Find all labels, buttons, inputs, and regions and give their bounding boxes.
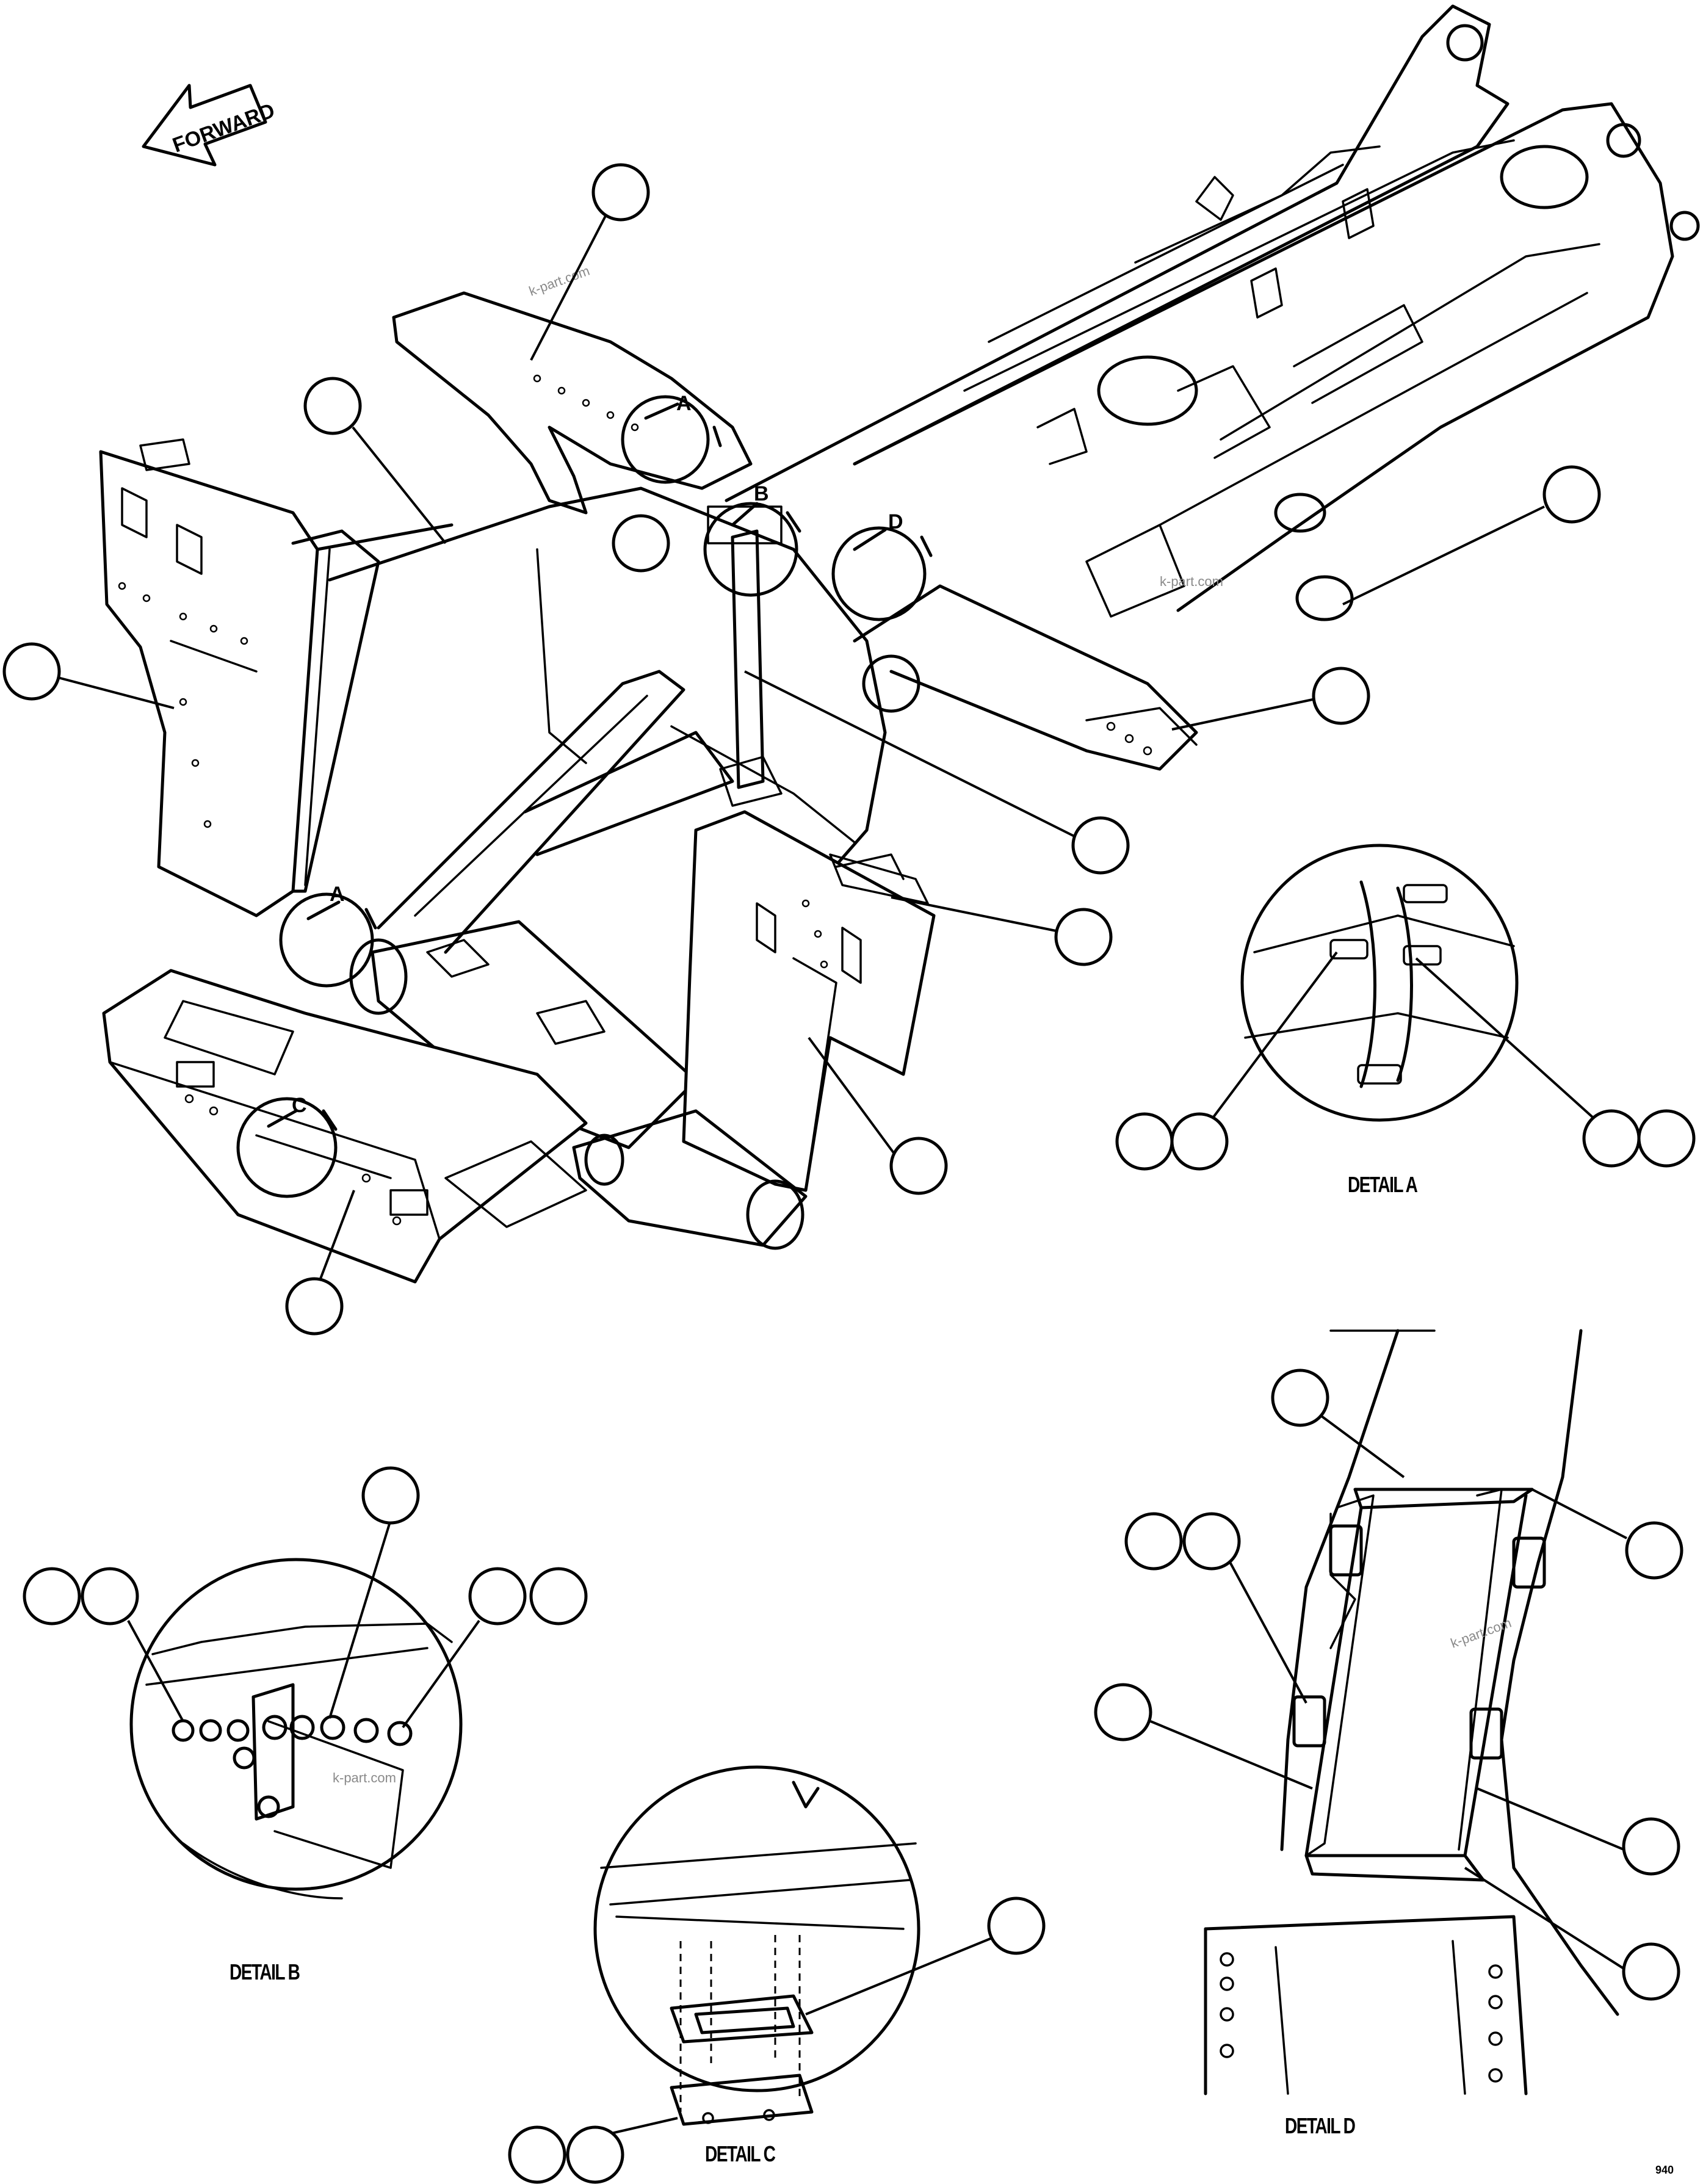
detail-c-view xyxy=(508,1765,1046,2184)
detail-b-view: k-part.com xyxy=(23,1466,588,1900)
callout-balloon xyxy=(1582,1109,1641,1168)
detail-d-view: k-part.com xyxy=(1094,1329,1683,2095)
callout-balloon xyxy=(889,1137,948,1195)
callout-balloon xyxy=(1637,1109,1696,1168)
callout-balloon xyxy=(1625,1521,1683,1580)
callout-balloon xyxy=(2,642,61,701)
view-marker-a: A xyxy=(279,883,377,988)
view-marker-d-right: D xyxy=(831,510,933,621)
detail-b-label: DETAIL B xyxy=(230,1959,300,1984)
callout-balloon xyxy=(81,1567,139,1625)
callout-balloon xyxy=(468,1567,527,1625)
view-marker-d-upper: A xyxy=(621,392,722,484)
callout-balloon xyxy=(1071,816,1130,875)
forward-arrow-label: FORWARD xyxy=(170,99,278,157)
watermark: k-part.com xyxy=(1160,574,1223,589)
callout-balloon xyxy=(1115,1112,1174,1171)
callout-balloon xyxy=(987,1897,1046,1955)
callout-balloon xyxy=(1182,1512,1241,1571)
callout-balloon xyxy=(1054,908,1113,966)
callout-balloon xyxy=(508,2125,566,2184)
detail-c-label: DETAIL C xyxy=(705,2141,776,2166)
callout-balloon xyxy=(1312,667,1370,725)
callout-balloon xyxy=(1622,1942,1680,2001)
callout-balloon xyxy=(361,1466,420,1525)
callout-balloon xyxy=(591,163,650,222)
callout-balloon xyxy=(1094,1683,1152,1741)
drawing-reference: 940 xyxy=(1655,2164,1674,2176)
detail-d-label: DETAIL D xyxy=(1285,2113,1356,2138)
callout-balloon xyxy=(285,1277,344,1336)
callout-balloon xyxy=(1271,1369,1329,1427)
callout-balloon xyxy=(1170,1112,1229,1171)
view-marker-b: B xyxy=(703,482,801,597)
view-letter: C xyxy=(292,1094,307,1117)
view-letter: A xyxy=(330,883,345,906)
detail-a-label: DETAIL A xyxy=(1348,1172,1418,1197)
callout-balloon xyxy=(303,377,362,435)
view-letter: D xyxy=(888,510,903,533)
callout-balloon xyxy=(1124,1512,1183,1571)
main-view-callouts xyxy=(2,163,1601,1336)
callout-balloon xyxy=(1542,465,1601,524)
view-letter: B xyxy=(754,482,769,505)
callout-balloon xyxy=(566,2125,624,2184)
view-marker-c: C xyxy=(236,1094,338,1198)
watermark: k-part.com xyxy=(333,1770,396,1785)
main-frame-assembly: A B D A C k-part.com k-part.com xyxy=(99,4,1700,1284)
watermark: k-part.com xyxy=(527,263,591,299)
forward-arrow: FORWARD xyxy=(142,84,278,167)
detail-a-view xyxy=(1115,844,1696,1171)
view-letter: A xyxy=(676,392,692,415)
callout-balloon xyxy=(1622,1817,1680,1876)
callout-balloon xyxy=(529,1567,588,1625)
callout-balloon xyxy=(23,1567,81,1625)
